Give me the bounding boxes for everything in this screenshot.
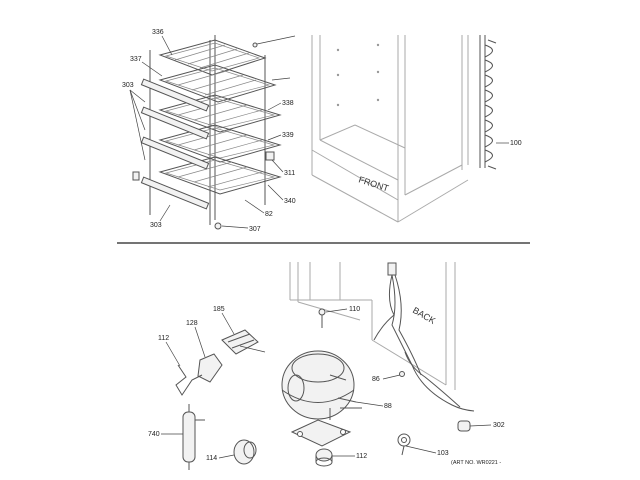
filter-drier (182, 404, 205, 470)
callout-339: 339 (282, 132, 294, 139)
callout-114: 114 (206, 455, 217, 462)
mounting-bolt (318, 308, 326, 328)
callout-303-bottom: 303 (150, 222, 162, 229)
art-number: (ART NO. WR0221 - (451, 460, 501, 466)
callout-112-top: 112 (158, 335, 169, 342)
callout-103: 103 (437, 450, 449, 457)
connector-302 (457, 420, 471, 432)
callout-336: 336 (152, 29, 164, 36)
clamp-103 (397, 433, 411, 456)
back-label: BACK (411, 305, 437, 326)
screw-top (252, 42, 258, 48)
front-label: FRONT (357, 174, 390, 193)
roller-307 (214, 222, 222, 230)
wire-shelf-1 (158, 39, 267, 76)
callout-338: 338 (282, 100, 294, 107)
cabinet-interior: FRONT (311, 35, 469, 223)
callout-82: 82 (265, 211, 273, 218)
callout-185: 185 (213, 306, 225, 313)
shelf-front-4 (140, 176, 210, 210)
grommet-114 (233, 439, 257, 465)
top-callouts: 336 337 303 338 339 311 340 82 303 307 (122, 29, 296, 233)
compressor (281, 350, 362, 447)
callout-88: 88 (384, 403, 392, 410)
callout-303-top: 303 (122, 82, 134, 89)
callout-112-bottom: 112 (356, 453, 367, 460)
bottom-callouts: 110 185 128 112 86 88 302 740 114 112 10… (148, 306, 505, 466)
wire-shelf-2 (158, 64, 277, 103)
connector-top (387, 262, 397, 276)
callout-740: 740 (148, 431, 160, 438)
callout-311: 311 (284, 170, 295, 177)
wire-cord-112 (175, 364, 203, 396)
clip-left (132, 171, 140, 181)
callout-86: 86 (372, 376, 380, 383)
wire-shelf-5 (158, 156, 282, 195)
callout-340: 340 (284, 198, 296, 205)
condenser-coil: 100 (479, 35, 522, 170)
shelf-front-2 (140, 106, 210, 140)
shelf-rack (132, 35, 296, 230)
wiring-harness (373, 262, 475, 432)
callout-100: 100 (510, 140, 522, 147)
cap-112 (315, 448, 333, 467)
callout-307: 307 (249, 226, 261, 233)
bracket-311 (265, 151, 275, 161)
shelf-front-1 (140, 78, 210, 112)
callout-337: 337 (130, 56, 142, 63)
callout-110: 110 (349, 306, 360, 313)
terminal-86 (399, 371, 405, 377)
callout-128: 128 (186, 320, 198, 327)
overload-protector (197, 353, 223, 383)
shelf-front-3 (140, 136, 210, 170)
start-relay (221, 329, 266, 355)
callout-302: 302 (493, 422, 505, 429)
